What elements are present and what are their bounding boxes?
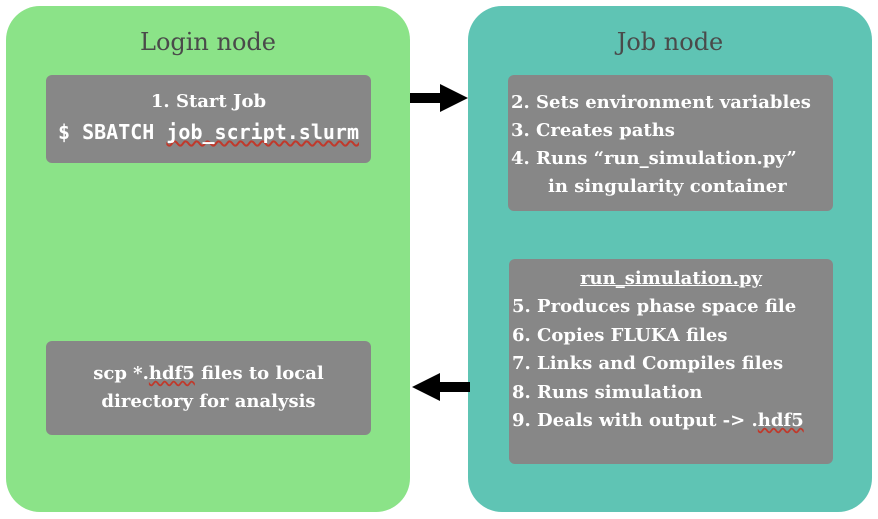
scp-ext: hdf5 [148, 363, 195, 384]
run-simulation-box: run_simulation.py 5. Produces phase spac… [509, 259, 833, 464]
step-item: 4. Runs “run_simulation.py” [511, 148, 797, 169]
command-file: job_script.slurm [166, 120, 360, 144]
step-item: in singularity container [548, 176, 787, 197]
scp-prefix: scp *. [93, 363, 149, 384]
start-job-box: 1. Start Job $ SBATCH job_script.slurm [46, 75, 371, 163]
sim-item: 5. Produces phase space file [512, 296, 797, 318]
output-ext: hdf5 [757, 410, 804, 432]
scp-line-2: directory for analysis [101, 391, 316, 412]
job-node-title: Job node [616, 28, 724, 56]
command-prefix: $ SBATCH [57, 120, 167, 144]
left-arrow-icon [412, 373, 470, 401]
sim-item: 7. Links and Compiles files [512, 353, 784, 375]
login-node-title: Login node [140, 28, 276, 56]
scp-line-1: scp *.hdf5 files to local [46, 360, 371, 388]
sim-item: 8. Runs simulation [512, 381, 703, 403]
sim-title: run_simulation.py [580, 268, 762, 289]
sim-item: 6. Copies FLUKA files [512, 324, 728, 346]
sim-item-last: 9. Deals with output -> .hdf5 [509, 407, 833, 435]
output-prefix: 9. Deals with output -> . [512, 410, 758, 432]
sbatch-command: $ SBATCH job_script.slurm [46, 120, 371, 144]
start-job-label: 1. Start Job [150, 91, 267, 112]
scp-box: scp *.hdf5 files to local directory for … [46, 341, 371, 435]
step-item: 3. Creates paths [511, 120, 675, 141]
step-item: 2. Sets environment variables [511, 92, 811, 113]
job-steps-box: 2. Sets environment variables 3. Creates… [508, 75, 833, 211]
right-arrow-icon [410, 84, 468, 112]
scp-suffix: files to local [194, 363, 324, 384]
